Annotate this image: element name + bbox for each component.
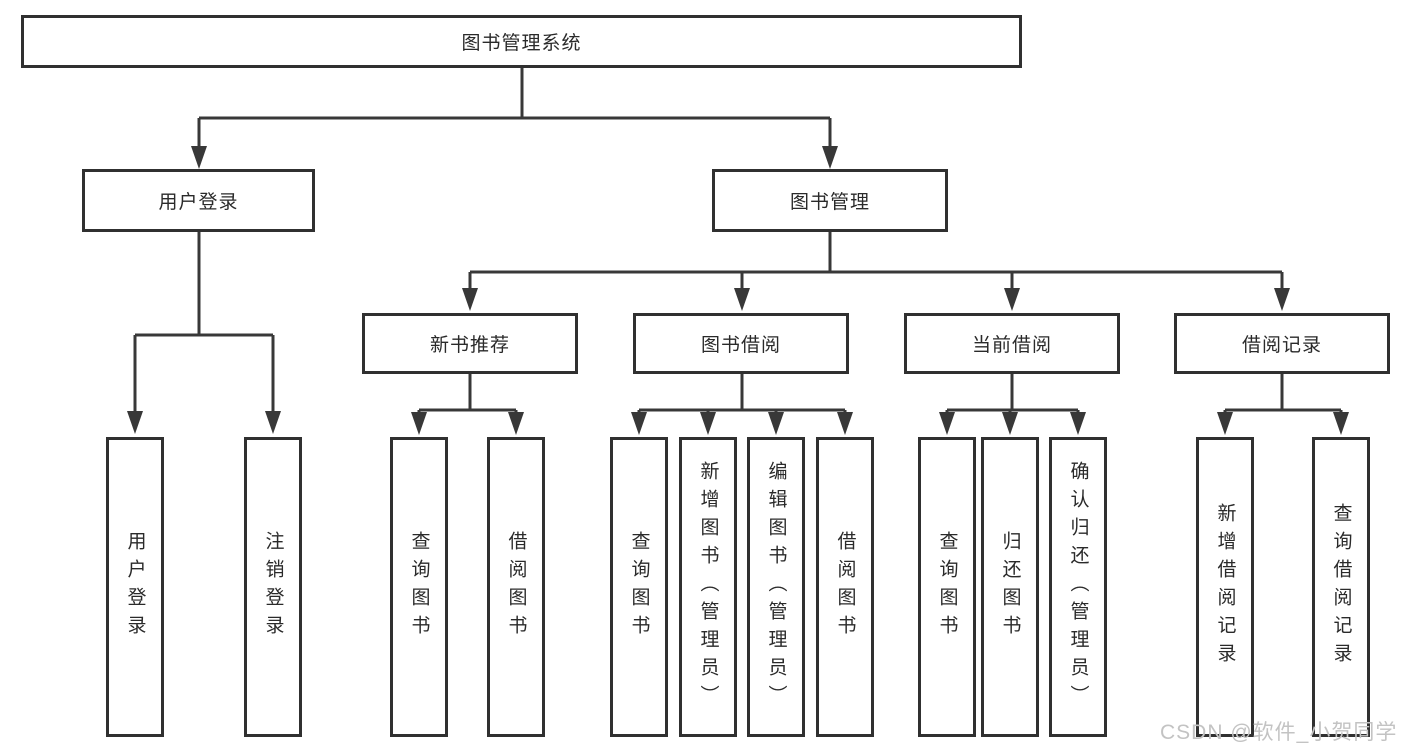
leaf-borrow-query-books-label: 查询图书 xyxy=(628,531,650,643)
csdn-watermark: CSDN @软件_小贺同学 xyxy=(1160,721,1398,744)
node-book-borrowing: 图书借阅 xyxy=(633,313,849,374)
leaf-current-return-books-label: 归还图书 xyxy=(999,531,1021,643)
leaf-user-login: 用户登录 xyxy=(106,437,164,737)
node-root-system: 图书管理系统 xyxy=(21,15,1022,68)
leaf-current-query-books: 查询图书 xyxy=(918,437,976,737)
leaf-current-return-books: 归还图书 xyxy=(981,437,1039,737)
leaf-current-query-books-label: 查询图书 xyxy=(936,531,958,643)
leaf-records-add-record-label: 新增借阅记录 xyxy=(1214,503,1236,671)
leaf-records-add-record: 新增借阅记录 xyxy=(1196,437,1254,737)
leaf-borrow-edit-books-admin-label: 编辑图书（管理员） xyxy=(765,461,787,713)
node-user-login: 用户登录 xyxy=(82,169,315,232)
leaf-borrow-borrow-books: 借阅图书 xyxy=(816,437,874,737)
leaf-borrow-query-books: 查询图书 xyxy=(610,437,668,737)
leaf-newbook-borrow-books-label: 借阅图书 xyxy=(505,531,527,643)
node-book-management: 图书管理 xyxy=(712,169,948,232)
leaf-newbook-borrow-books: 借阅图书 xyxy=(487,437,545,737)
leaf-current-confirm-return-admin-label: 确认归还（管理员） xyxy=(1067,461,1089,713)
leaf-user-login-label: 用户登录 xyxy=(124,531,146,643)
leaf-logout-label: 注销登录 xyxy=(262,531,284,643)
leaf-records-query-record: 查询借阅记录 xyxy=(1312,437,1370,737)
node-new-book-recommend: 新书推荐 xyxy=(362,313,578,374)
leaf-records-query-record-label: 查询借阅记录 xyxy=(1330,503,1352,671)
leaf-newbook-query-books: 查询图书 xyxy=(390,437,448,737)
leaf-borrow-edit-books-admin: 编辑图书（管理员） xyxy=(747,437,805,737)
leaf-borrow-add-books-admin: 新增图书（管理员） xyxy=(679,437,737,737)
leaf-current-confirm-return-admin: 确认归还（管理员） xyxy=(1049,437,1107,737)
node-borrowing-records: 借阅记录 xyxy=(1174,313,1390,374)
node-current-borrowing: 当前借阅 xyxy=(904,313,1120,374)
leaf-newbook-query-books-label: 查询图书 xyxy=(408,531,430,643)
leaf-borrow-borrow-books-label: 借阅图书 xyxy=(834,531,856,643)
leaf-logout: 注销登录 xyxy=(244,437,302,737)
leaf-borrow-add-books-admin-label: 新增图书（管理员） xyxy=(697,461,719,713)
